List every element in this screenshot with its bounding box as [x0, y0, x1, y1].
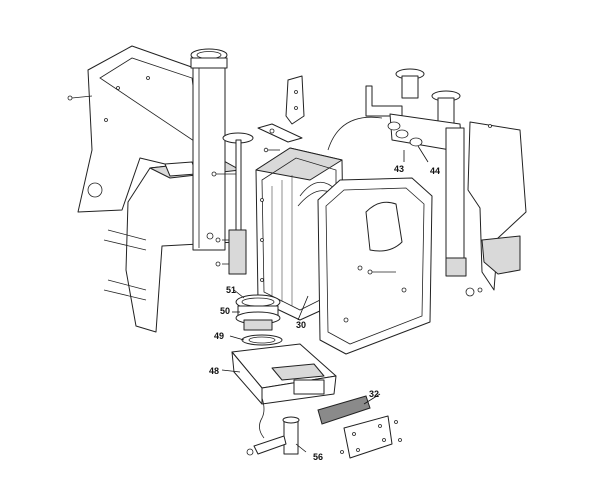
- rear-left-casing-panel: [67, 45, 213, 213]
- callout-44: 44: [430, 166, 440, 176]
- leader-lines: [221, 145, 429, 453]
- callout-51: 51: [226, 285, 236, 295]
- condensate-trap: [246, 397, 300, 456]
- callout-32: 32: [369, 389, 379, 399]
- callout-50: 50: [220, 306, 230, 316]
- front-combustion-panel: [317, 177, 433, 355]
- water-connection-pipes: [365, 68, 483, 297]
- callout-48: 48: [209, 366, 219, 376]
- burner-ring-stack: [235, 294, 283, 346]
- clamp-and-rod: [211, 132, 254, 275]
- upper-brackets: [257, 75, 305, 143]
- callout-49: 49: [214, 331, 224, 341]
- callout-43: 43: [394, 164, 404, 174]
- flue-pipe: [190, 48, 228, 251]
- front-cover-plate: [317, 395, 402, 459]
- heat-exchanger: [255, 116, 383, 321]
- right-side-panel: [467, 121, 527, 291]
- callout-labels: 30 32 43 44 48 49 50 51 56: [209, 164, 440, 462]
- callout-30: 30: [296, 320, 306, 330]
- callout-56: 56: [313, 452, 323, 462]
- condensate-tray: [231, 343, 337, 405]
